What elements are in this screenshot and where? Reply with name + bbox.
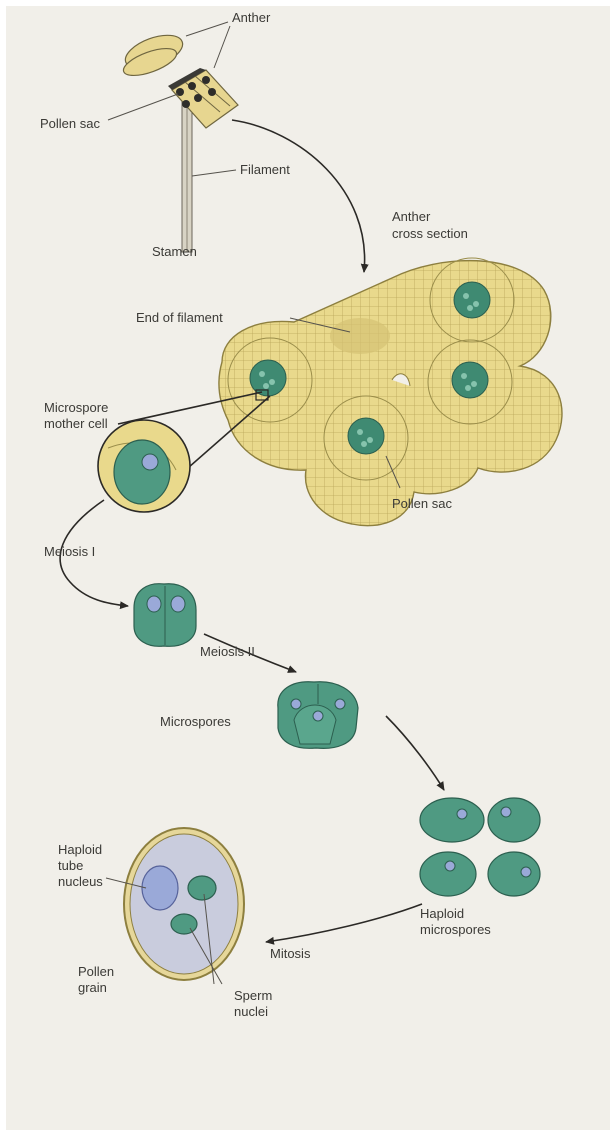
label-meiosis-one: Meiosis I (44, 544, 95, 559)
label-pollen-grain-line1: Pollen (78, 964, 114, 979)
label-pollen-sac-bottom: Pollen sac (392, 496, 452, 511)
arrow-to-cross-section (232, 120, 365, 272)
tetrad-cells (278, 682, 358, 749)
haploid-microspores (420, 798, 540, 896)
label-tube-nucleus-line3: nucleus (58, 874, 103, 889)
filament-end-region (330, 318, 390, 354)
arrow-to-haploid-microspores (386, 716, 444, 790)
stamen-filament (182, 102, 192, 252)
dyad-cells (134, 584, 196, 647)
label-meiosis-two: Meiosis II (200, 644, 255, 659)
tube-nucleus (142, 866, 178, 910)
label-end-of-filament: End of filament (136, 310, 223, 325)
label-mitosis: Mitosis (270, 946, 311, 961)
label-anther-cross-section-line2: cross section (392, 226, 468, 241)
filament-leader (192, 170, 236, 176)
pollen-sac-leader (108, 94, 178, 120)
label-microspore-mother-cell-line2: mother cell (44, 416, 108, 431)
label-pollen-sac-top: Pollen sac (40, 116, 100, 131)
anther-cross-section (219, 258, 562, 526)
label-sperm-nuclei-line2: nuclei (234, 1004, 268, 1019)
anther-leader (186, 22, 228, 36)
label-stamen: Stamen (152, 244, 197, 259)
label-anther-cross-section-line1: Anther (392, 209, 431, 224)
sperm-nucleus-2 (171, 914, 197, 934)
label-microspores: Microspores (160, 714, 231, 729)
label-sperm-nuclei-line1: Sperm (234, 988, 272, 1003)
label-pollen-grain-line2: grain (78, 980, 107, 995)
label-microspore-mother-cell-line1: Microspore (44, 400, 108, 415)
anther-shape (120, 29, 238, 128)
label-filament: Filament (240, 162, 290, 177)
mitosis-arrow (266, 904, 422, 942)
anther-leader-2 (214, 26, 230, 68)
sperm-nucleus-1 (188, 876, 216, 900)
label-haploid-microspores-line2: microspores (420, 922, 491, 937)
pollen-grain (124, 828, 244, 980)
stamen-illustration (108, 22, 238, 252)
label-haploid-microspores-line1: Haploid (420, 906, 464, 921)
label-anther: Anther (232, 10, 271, 25)
label-tube-nucleus-line1: Haploid (58, 842, 102, 857)
label-tube-nucleus-line2: tube (58, 858, 83, 873)
